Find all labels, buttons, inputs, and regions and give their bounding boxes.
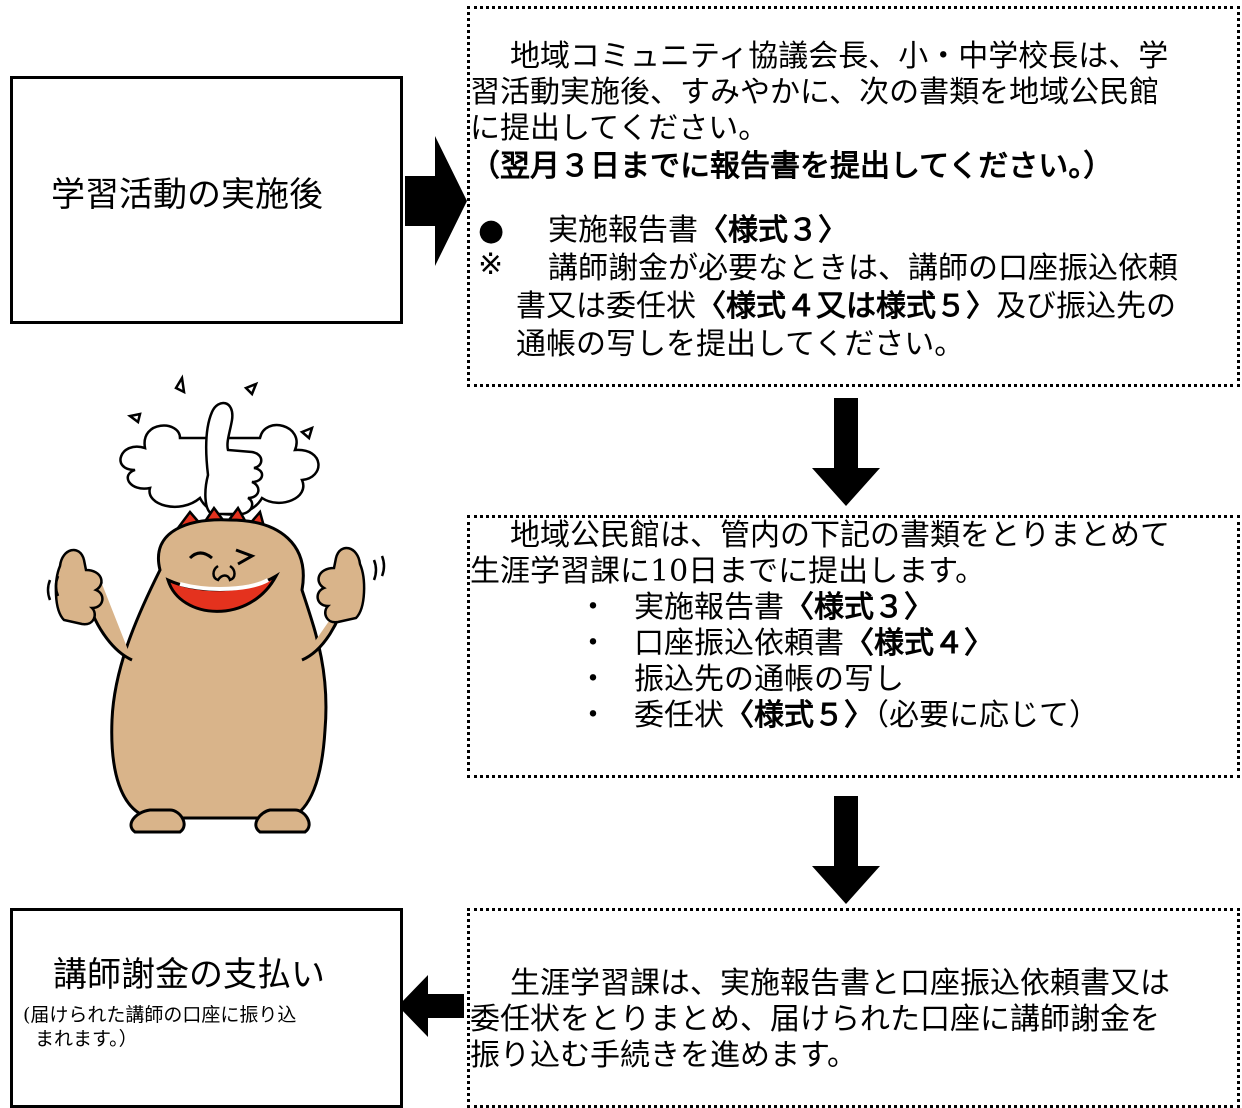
box2-item-form: 〈様式５〉 <box>724 698 874 733</box>
box2-item: ・口座振込依頼書〈様式４〉 <box>578 626 994 662</box>
box1-note-line2: 書又は委任状〈様式４又は様式５〉及び振込先の <box>516 289 1176 325</box>
box3-line1: 生涯学習課は、実施報告書と口座振込依頼書又は <box>510 966 1170 1001</box>
box1-deadline: （翌月３日までに報告書を提出してください。） <box>470 149 1114 184</box>
instruction-box-lifelong-learning: 生涯学習課は、実施報告書と口座振込依頼書又は 委任状をとりまとめ、届けられた口座… <box>467 908 1240 1108</box>
note-mark: ※ <box>478 247 504 282</box>
box1-note-line2-a: 書又は委任状 <box>516 289 696 324</box>
box2-item: ・振込先の通帳の写し <box>578 662 904 698</box>
box2-item-mark: ・ <box>578 698 608 733</box>
box1-bullet-item: 実施報告書〈様式３〉 <box>548 213 848 249</box>
bullet-dot: ● <box>478 213 505 248</box>
box1-note-line3: 通帳の写しを提出してください。 <box>516 327 965 362</box>
right-arrow-icon <box>405 136 467 266</box>
box2-item-mark: ・ <box>578 662 608 697</box>
box2-item: ・実施報告書〈様式３〉 <box>578 590 934 626</box>
box1-note-line2-form: 〈様式４又は様式５〉 <box>696 289 996 324</box>
instruction-box-community-center: 地域公民館は、管内の下記の書類をとりまとめて 生涯学習課に10日までに提出します… <box>467 515 1240 778</box>
box2-item-form: 〈様式４〉 <box>844 626 994 661</box>
down-arrow-icon <box>812 796 880 904</box>
box2-item: ・委任状〈様式５〉（必要に応じて） <box>578 698 1099 734</box>
box1-note-line1: 講師謝金が必要なときは、講師の口座振込依頼 <box>548 251 1178 286</box>
box2-item-form: 〈様式３〉 <box>784 590 934 625</box>
box2-item-text: 口座振込依頼書 <box>634 626 844 661</box>
left-arrow-icon <box>398 975 464 1037</box>
box2-line2: 生涯学習課に10日までに提出します。 <box>470 554 986 589</box>
step-box-instructor-payment: 講師謝金の支払い (届けられた講師の口座に振り込 まれます。） <box>10 908 403 1108</box>
box1-bullet-form: 〈様式３〉 <box>698 213 848 248</box>
mascot-thumbs-up-illustration <box>46 374 386 834</box>
instruction-box-submit-documents: 地域コミュニティ協議会長、小・中学校長は、学 習活動実施後、すみやかに、次の書類… <box>467 6 1240 387</box>
box1-bullet-text: 実施報告書 <box>548 213 698 248</box>
step-box-after-activity: 学習活動の実施後 <box>10 76 403 324</box>
box3-line2: 委任状をとりまとめ、届けられた口座に講師謝金を <box>470 1002 1160 1037</box>
step-title-instructor-payment: 講師謝金の支払い <box>53 955 325 995</box>
box1-line1: 地域コミュニティ協議会長、小・中学校長は、学 <box>510 39 1169 74</box>
step-title-after-activity: 学習活動の実施後 <box>51 175 323 215</box>
box2-item-text: 実施報告書 <box>634 590 784 625</box>
box2-item-mark: ・ <box>578 590 608 625</box>
box2-item-suffix: （必要に応じて） <box>874 698 1099 733</box>
box2-item-text: 委任状 <box>634 698 724 733</box>
step4-sub-line1: (届けられた講師の口座に振り込 <box>23 1004 297 1026</box>
box2-line1: 地域公民館は、管内の下記の書類をとりまとめて <box>510 518 1170 553</box>
box1-line2: 習活動実施後、すみやかに、次の書類を地域公民館 <box>470 75 1160 110</box>
box3-line3: 振り込む手続きを進めます。 <box>470 1038 857 1073</box>
step4-sub-line2: まれます。） <box>35 1028 138 1050</box>
down-arrow-icon <box>812 398 880 506</box>
box2-item-text: 振込先の通帳の写し <box>634 662 904 697</box>
box1-line3: に提出してください。 <box>470 111 769 146</box>
box1-note-line2-b: 及び振込先の <box>996 289 1176 324</box>
box2-item-mark: ・ <box>578 626 608 661</box>
